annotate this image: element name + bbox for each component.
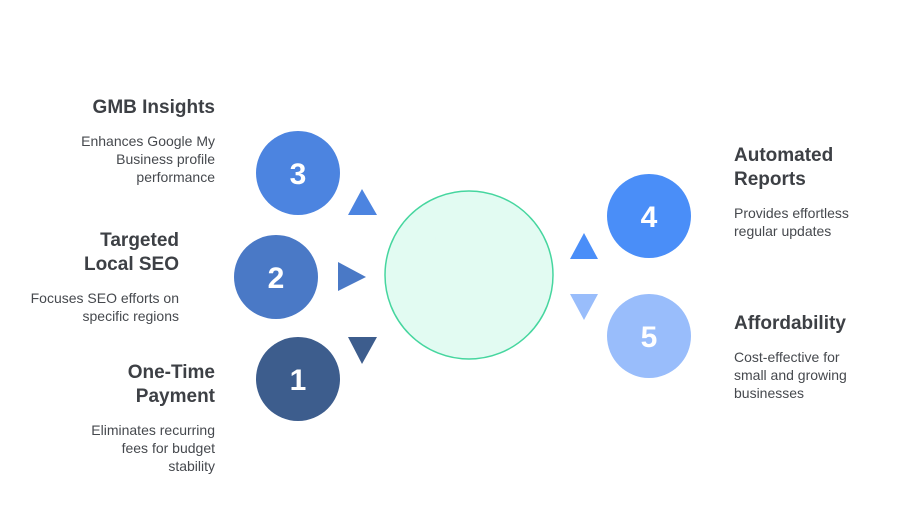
label-gmb-insights: GMB Insights Enhances Google My Business… (15, 96, 215, 186)
label-description: Enhances Google My Business profile perf… (81, 133, 215, 185)
label-title: Automated Reports (734, 145, 834, 190)
label-title: Affordability (734, 313, 846, 334)
label-targeted-local-seo: Targeted Local SEO Focuses SEO efforts o… (19, 229, 179, 325)
node-1-number: 1 (290, 364, 307, 397)
node-5-number: 5 (641, 321, 658, 354)
center-text-line-4: Owners (435, 303, 497, 322)
node-1-circle (256, 337, 340, 421)
label-description: Cost-effective for small and growing bus… (734, 349, 847, 401)
node-4-circle (607, 174, 691, 258)
node-3: 3 (256, 131, 377, 215)
label-title: GMB Insights (92, 97, 215, 118)
label-title: One-Time Payment (127, 362, 215, 407)
node-2: 2 (234, 235, 366, 319)
label-description: Provides effortless regular updates (734, 205, 849, 239)
label-title: Targeted Local SEO (83, 230, 179, 275)
node-2-circle (234, 235, 318, 319)
node-2-arrow (338, 262, 366, 291)
node-4-arrow (570, 233, 598, 259)
label-description: Eliminates recurring fees for budget sta… (91, 422, 215, 474)
node-3-arrow (348, 189, 377, 215)
node-1: 1 (256, 337, 377, 421)
label-automated-reports: Automated Reports Provides effortless re… (734, 144, 894, 240)
node-5-circle (607, 294, 691, 378)
node-4: 4 (570, 174, 691, 259)
node-2-number: 2 (268, 262, 285, 295)
center-circle (384, 190, 554, 360)
node-4-number: 4 (641, 201, 658, 234)
center-node: Suitable for Local Business Owners (384, 190, 554, 360)
node-3-number: 3 (290, 158, 307, 191)
label-description: Focuses SEO efforts on specific regions (30, 290, 179, 324)
label-one-time-payment: One-Time Payment Eliminates recurring fe… (55, 361, 215, 475)
node-5: 5 (570, 294, 691, 378)
center-text-line-1: Suitable for (417, 231, 511, 250)
center-text-line-2: Local (441, 255, 485, 274)
center-text-line-3: Business (426, 279, 502, 298)
node-1-arrow (348, 337, 377, 364)
node-5-arrow (570, 294, 598, 320)
center-text: Suitable for Local Business Owners (417, 231, 515, 322)
label-affordability: Affordability Cost-effective for small a… (734, 312, 894, 402)
node-3-circle (256, 131, 340, 215)
